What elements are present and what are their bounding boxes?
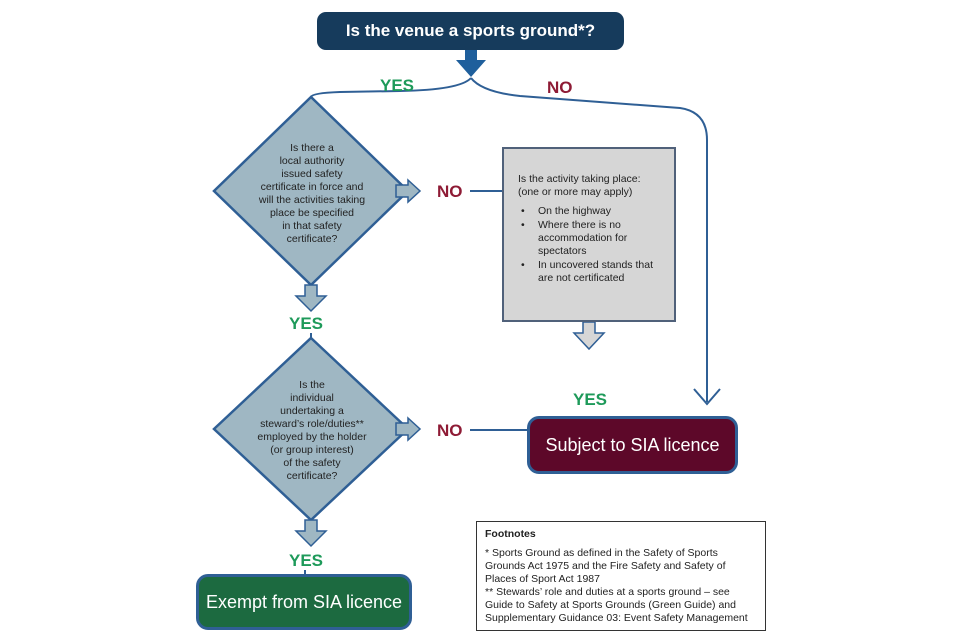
decision2-line: of the safety <box>283 457 341 469</box>
decision1-line: certificate in force and <box>260 181 364 193</box>
activity-list-item: On the highway <box>518 205 664 218</box>
decision1-line: Is there a <box>290 142 334 154</box>
decision1-line: place be specified <box>269 207 355 219</box>
label-yes-decision1: YES <box>289 314 324 333</box>
activity-title-line: (one or more may apply) <box>518 186 633 198</box>
footnote-2: ** Stewards’ role and duties at a sports… <box>485 586 748 624</box>
decision1-line: issued safety <box>281 168 343 180</box>
start-question-text: Is the venue a sports ground*? <box>345 21 596 40</box>
decision2-text: Is the individual undertaking a steward’… <box>248 379 376 483</box>
exempt-from-licence-text: Exempt from SIA licence <box>205 591 403 612</box>
activity-title-line: Is the activity taking place: <box>518 173 641 185</box>
start-down-arrow <box>456 50 486 77</box>
decision2-line: steward’s role/duties** <box>260 418 364 430</box>
connector-no-top <box>470 77 708 402</box>
subject-to-licence-box: Subject to SIA licence <box>527 416 738 474</box>
connector-yes-top <box>310 77 472 98</box>
decision2-line: Is the <box>299 379 325 391</box>
label-no-top: NO <box>547 78 573 97</box>
label-yes-decision2: YES <box>289 551 324 570</box>
decision2-line: undertaking a <box>280 405 344 417</box>
label-yes-activity: YES <box>573 390 608 409</box>
arrow-d2-yes <box>294 519 328 548</box>
arrow-d1-no <box>395 178 422 204</box>
decision1-line: certificate? <box>286 233 338 245</box>
decision2-line: certificate? <box>286 470 338 482</box>
label-no-decision2: NO <box>437 421 463 440</box>
activity-question-box: Is the activity taking place: (one or mo… <box>502 147 676 322</box>
subject-to-licence-text: Subject to SIA licence <box>545 434 720 455</box>
decision2-line: (or group interest) <box>270 444 354 456</box>
label-yes-top: YES <box>380 76 415 95</box>
activity-list-item: Where there is no accommodation for spec… <box>518 219 664 258</box>
activity-list-item: In uncovered stands that are not certifi… <box>518 259 664 285</box>
arrow-d1-yes <box>294 284 328 313</box>
arrow-d2-no <box>395 416 422 442</box>
footnote-1: * Sports Ground as defined in the Safety… <box>485 547 726 585</box>
decision1-line: will the activities taking <box>258 194 366 206</box>
decision2-line: employed by the holder <box>257 431 367 443</box>
activity-list: On the highway Where there is no accommo… <box>518 205 664 285</box>
exempt-from-licence-box: Exempt from SIA licence <box>196 574 412 630</box>
decision1-text: Is there a local authority issued safety… <box>253 142 371 246</box>
label-no-decision1: NO <box>437 182 463 201</box>
footnotes-box: Footnotes * Sports Ground as defined in … <box>476 521 766 631</box>
decision1-line: local authority <box>279 155 345 167</box>
arrow-activity-yes <box>572 321 606 351</box>
start-question-box: Is the venue a sports ground*? <box>317 12 624 50</box>
footnotes-title: Footnotes <box>485 528 536 540</box>
decision2-line: individual <box>290 392 334 404</box>
arrowhead-no-top <box>693 388 721 406</box>
decision1-line: in that safety <box>282 220 342 232</box>
